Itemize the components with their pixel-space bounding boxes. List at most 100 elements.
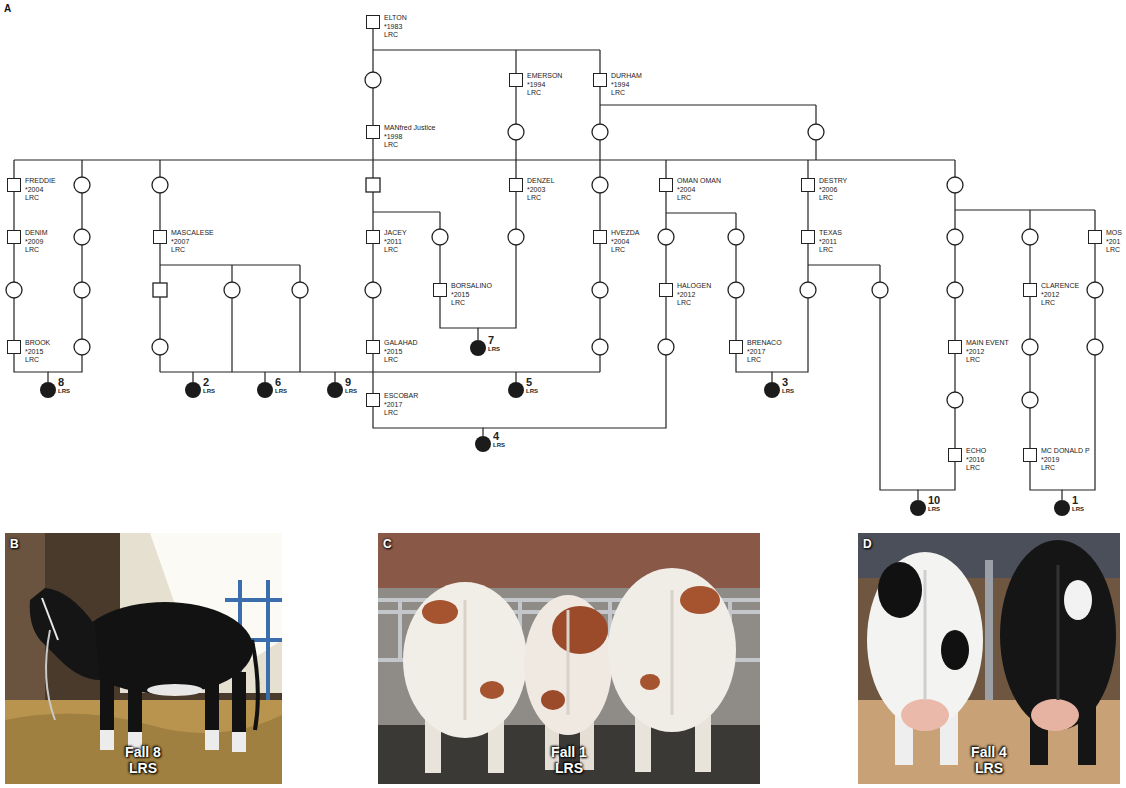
animal-detail: LRS (493, 442, 505, 449)
animal-detail: LRC (677, 194, 721, 203)
node-text: MOS*201LRC (1106, 229, 1122, 255)
animal-detail: LRS (782, 388, 794, 395)
node-text: 6LRS (275, 377, 287, 395)
animal-name: MANfred Justice (384, 124, 435, 133)
animal-name: DURHAM (611, 72, 642, 81)
node-text: 8LRS (58, 377, 70, 395)
animal-detail: LRC (25, 194, 56, 203)
sire-square: CLARENCE*2012LRC (1023, 283, 1037, 297)
sire-square: BORSALINO*2015LRC (433, 283, 447, 297)
animal-name: BROOK (25, 339, 50, 348)
animal-detail: LRC (966, 464, 986, 473)
animal-name: HALOGEN (677, 282, 711, 291)
sire-square: JACEY*2011LRC (366, 230, 380, 244)
sire-square: BRENACO*2017LRC (729, 340, 743, 354)
node-text: FREDDIE*2004LRC (25, 177, 56, 203)
sire-square: EMERSON*1994LRC (509, 73, 523, 87)
animal-name: MASCALESE (171, 229, 214, 238)
animal-detail: LRC (677, 299, 711, 308)
descent-line (13, 192, 14, 230)
node-text: CLARENCE*2012LRC (1041, 282, 1079, 308)
animal-name: DESTRY (819, 177, 847, 186)
animal-detail: LRC (384, 31, 407, 40)
panel-letter: A (4, 3, 11, 15)
animal-name: 3 (782, 377, 794, 388)
panel-letter: B (10, 537, 19, 551)
animal-detail: LRS (526, 388, 538, 395)
animal-detail: *2015 (451, 291, 492, 300)
animal-detail: LRS (275, 388, 287, 395)
animal-detail: *2012 (1041, 291, 1079, 300)
animal-name: ELTON (384, 14, 407, 23)
affected-calf: 1LRS (1054, 500, 1070, 516)
node-text: ELTON*1983LRC (384, 14, 407, 40)
animal-detail: LRC (384, 356, 417, 365)
animal-name: MAIN EVENT (966, 339, 1009, 348)
animal-detail: LRS (58, 388, 70, 395)
affected-calf: 6LRS (257, 382, 273, 398)
node-text: 10LRS (928, 495, 940, 513)
node-text: 1LRS (1072, 495, 1084, 513)
node-text: 7LRS (488, 335, 500, 353)
animal-detail: LRS (345, 388, 357, 395)
animal-detail: *2007 (171, 238, 214, 247)
sire-square: TEXAS*2011LRC (801, 230, 815, 244)
photo-caption: Fall 4 (971, 744, 1007, 760)
panel-letter: D (863, 537, 872, 551)
animal-detail: *2006 (819, 186, 847, 195)
pedigree-line (955, 193, 1095, 490)
animal-detail: *2003 (527, 186, 555, 195)
affected-calf: 7LRS (470, 340, 486, 356)
animal-detail: LRC (527, 194, 555, 203)
node-text: DENZEL*2003LRC (527, 177, 555, 203)
sire-square: HALOGEN*2012LRC (659, 283, 673, 297)
animal-detail: *2019 (1041, 456, 1090, 465)
node-text: 2LRS (203, 377, 215, 395)
animal-name: 2 (203, 377, 215, 388)
sire-square: OMAN OMAN*2004LRC (659, 178, 673, 192)
animal-detail: LRS (928, 506, 940, 513)
animal-detail: LRC (819, 194, 847, 203)
animal-name: OMAN OMAN (677, 177, 721, 186)
animal-name: MOS (1106, 229, 1122, 238)
photo-holstein-cows (858, 533, 1120, 784)
animal-detail: LRC (384, 246, 407, 255)
photo-red-white-heifers (378, 533, 760, 784)
animal-name: 9 (345, 377, 357, 388)
sire-square: DENIM*2009LRC (7, 230, 21, 244)
animal-detail: LRC (527, 89, 562, 98)
animal-detail: LRS (488, 346, 500, 353)
node-text: DENIM*2009LRC (25, 229, 48, 255)
pedigree-line (14, 29, 955, 178)
node-text: 9LRS (345, 377, 357, 395)
animal-detail: *2015 (25, 348, 50, 357)
sire-square: HVEZDA*2004LRC (593, 230, 607, 244)
panel-letter: C (383, 537, 392, 551)
node-text: 3LRS (782, 377, 794, 395)
animal-name: 10 (928, 495, 940, 506)
descent-line (807, 192, 808, 230)
animal-detail: *1994 (611, 81, 642, 90)
animal-name: ECHO (966, 447, 986, 456)
animal-detail: *1998 (384, 133, 435, 142)
male-squares (153, 178, 380, 297)
node-text: ESCOBAR*2017LRC (384, 392, 418, 418)
animal-name: 4 (493, 431, 505, 442)
pedigree-lines (14, 29, 1095, 490)
animal-detail: LRC (25, 356, 50, 365)
animal-detail: *2016 (966, 456, 986, 465)
sire-square: FREDDIE*2004LRC (7, 178, 21, 192)
animal-name: 7 (488, 335, 500, 346)
animal-name: TEXAS (819, 229, 842, 238)
animal-detail: *2015 (384, 348, 417, 357)
animal-detail: LRC (384, 141, 435, 150)
animal-detail: LRC (966, 356, 1009, 365)
photo-caption: LRS (555, 760, 583, 776)
animal-detail: LRC (25, 246, 48, 255)
animal-detail: LRC (1041, 299, 1079, 308)
animal-name: GALAHAD (384, 339, 417, 348)
animal-detail: LRS (203, 388, 215, 395)
animal-detail: *2004 (677, 186, 721, 195)
photo-caption: LRS (975, 760, 1003, 776)
